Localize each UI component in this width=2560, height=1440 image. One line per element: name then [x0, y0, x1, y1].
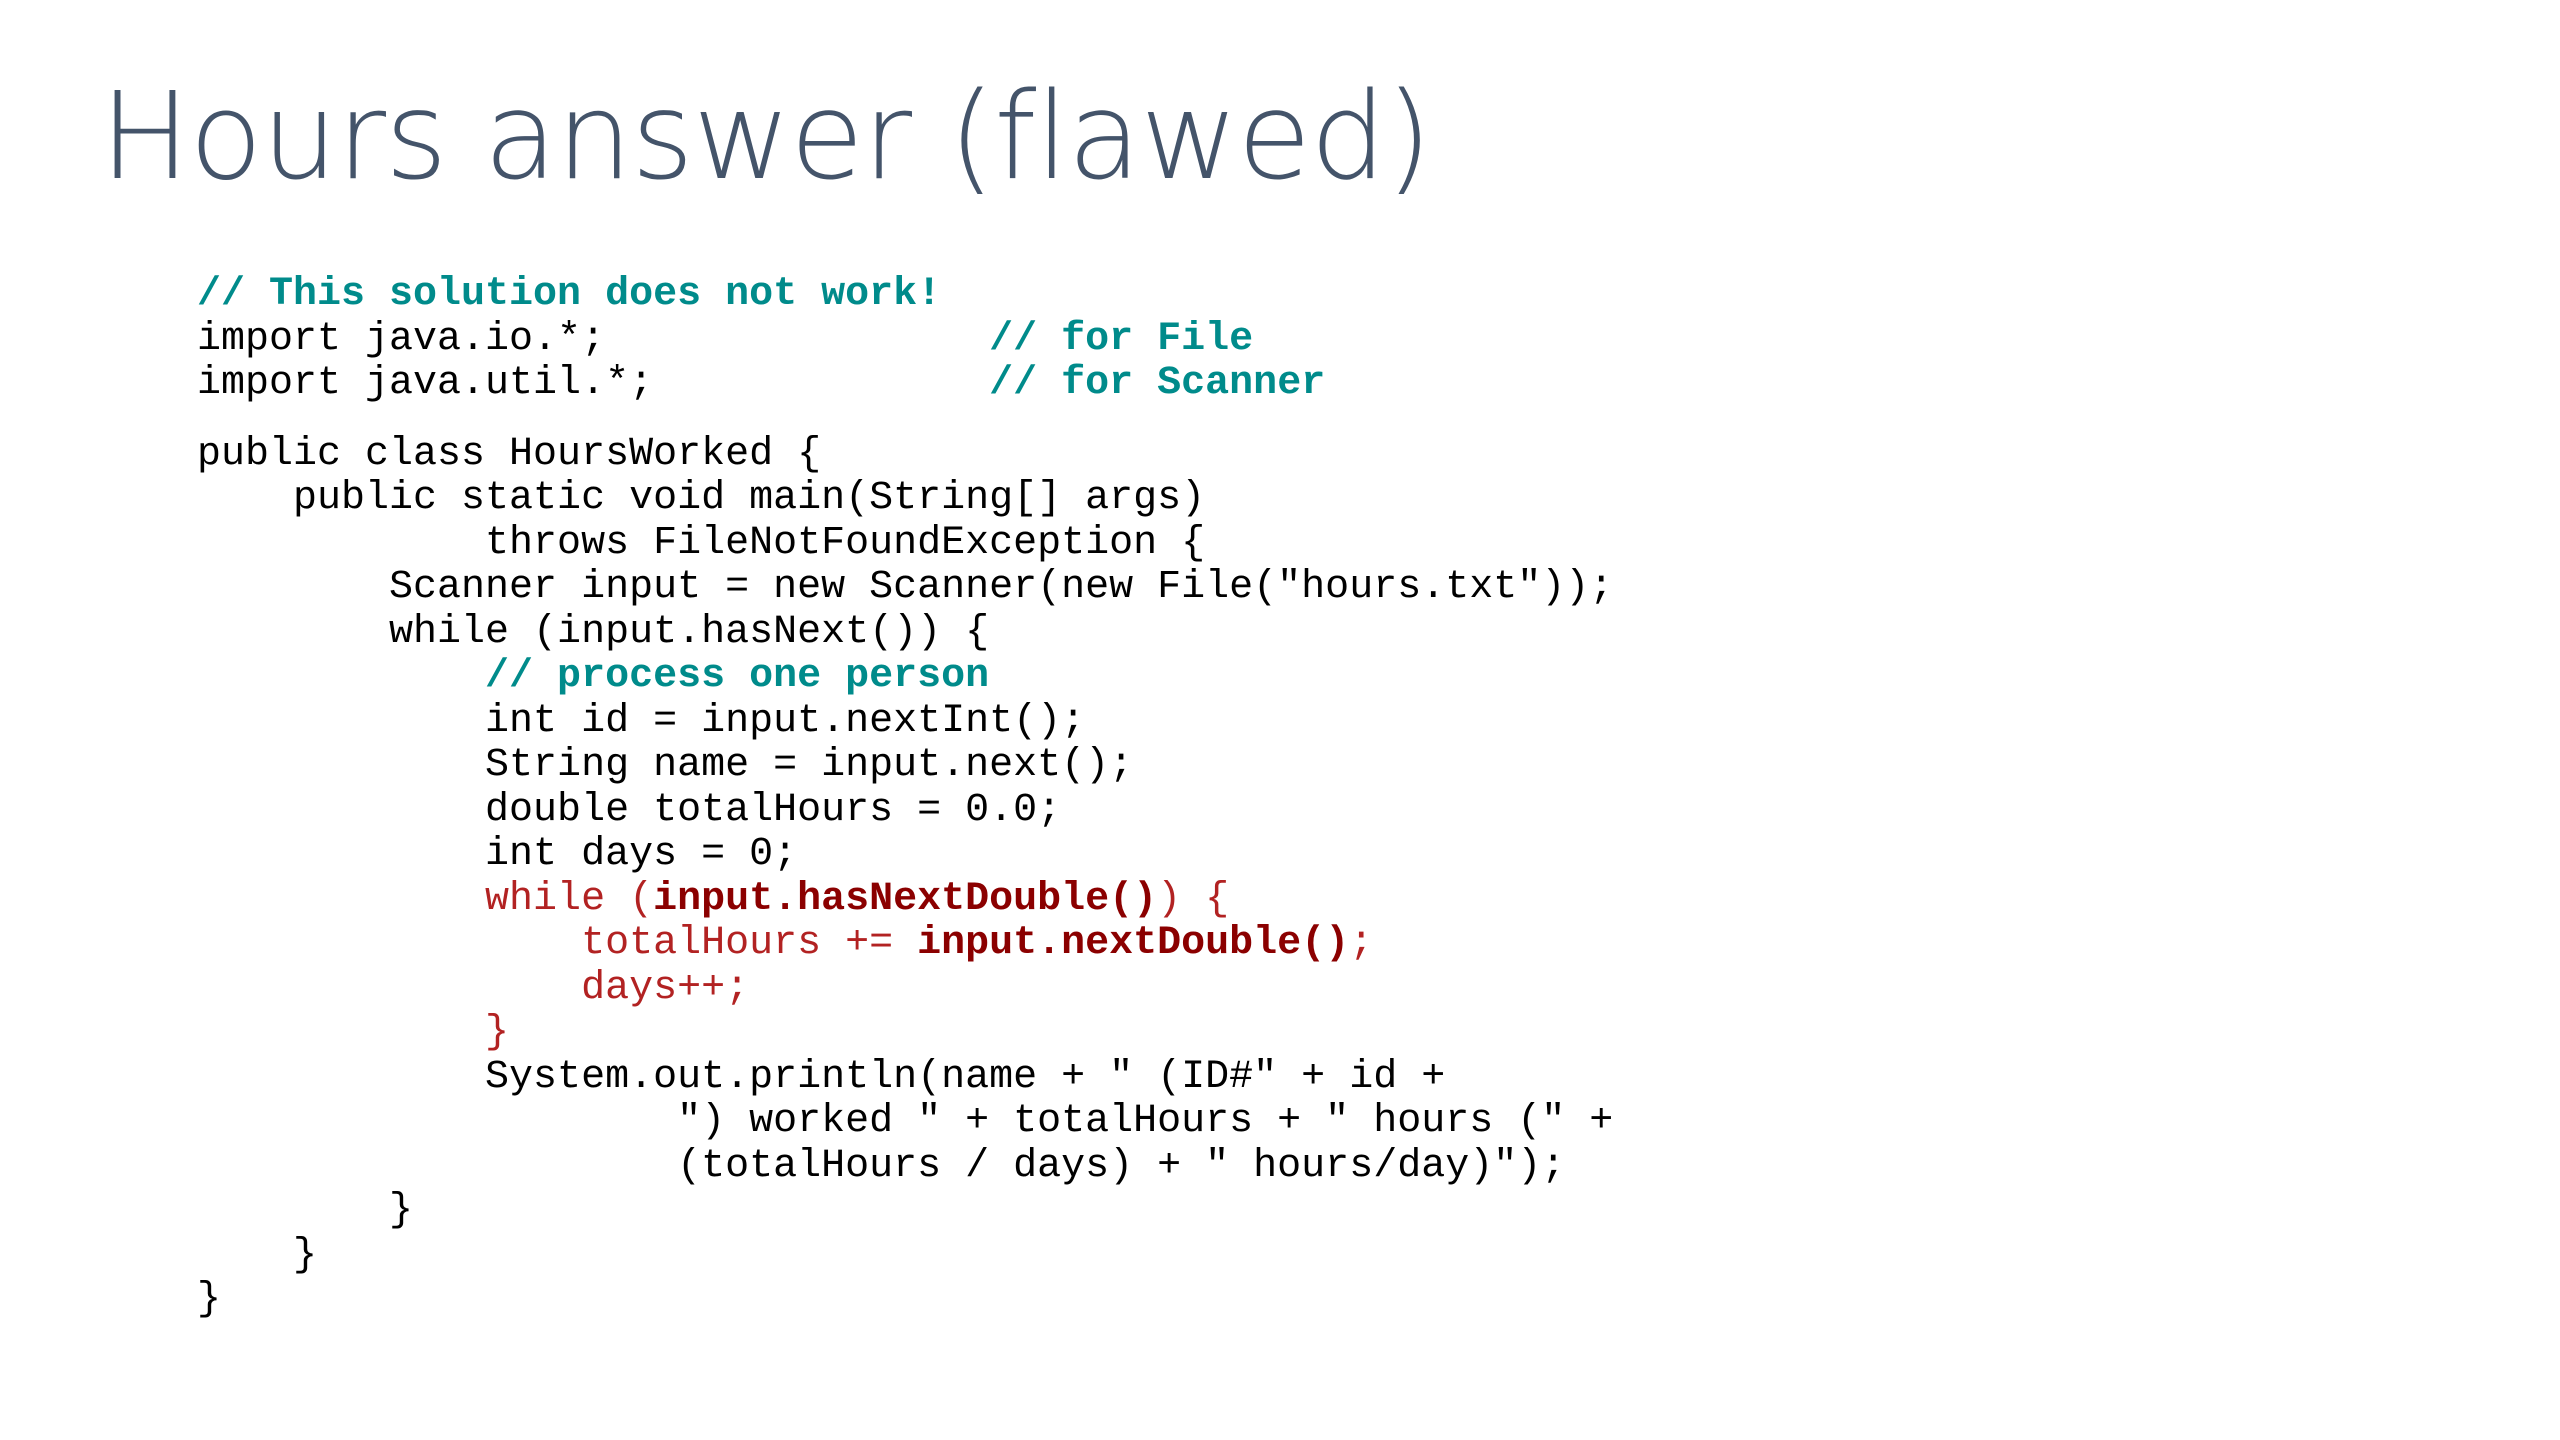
- code-line-22: }: [197, 1232, 318, 1278]
- code-line-3: import java.util.*; // for Scanner: [197, 361, 1613, 407]
- code-line-17: }: [197, 1010, 1613, 1056]
- indent: [197, 877, 485, 922]
- code-line-14: while (input.hasNextDouble()) {: [197, 876, 1613, 923]
- highlight-while-close: ) {: [1157, 876, 1230, 922]
- import-java-util: import java.util.*;: [197, 361, 990, 406]
- code-line-20: (totalHours / days) + " hours/day)");: [197, 1143, 1566, 1189]
- code-line-16: days++;: [197, 965, 1613, 1012]
- code-line-9: // process one person: [197, 654, 1613, 700]
- code-line-5: public static void main(String[] args): [197, 476, 1206, 521]
- code-line-13: int days = 0;: [197, 832, 798, 877]
- highlight-semicolon: ;: [1349, 921, 1374, 966]
- code-line-2: import java.io.*; // for File: [197, 316, 1613, 363]
- code-block: // This solution does not work! import j…: [197, 272, 1614, 1323]
- code-line-1: // This solution does not work!: [197, 272, 1613, 318]
- code-line-21: }: [197, 1188, 414, 1233]
- code-line-19: ") worked " + totalHours + " hours (" +: [197, 1099, 1614, 1144]
- code-line-8: while (input.hasNext()) {: [197, 609, 990, 655]
- highlight-total-hours-add: totalHours +=: [581, 921, 918, 966]
- highlight-days-increment: days++;: [581, 965, 750, 1011]
- code-line-10: int id = input.nextInt();: [197, 698, 1086, 744]
- indent: [197, 921, 581, 966]
- indent: [197, 654, 485, 699]
- comment-for-scanner: // for Scanner: [989, 361, 1326, 406]
- highlight-close-brace: }: [485, 1010, 510, 1055]
- code-line-18: System.out.println(name + " (ID#" + id +: [197, 1054, 1446, 1100]
- slide-title: Hours answer (flawed): [100, 68, 1432, 207]
- code-line-7: Scanner input = new Scanner(new File("ho…: [197, 565, 1614, 610]
- highlight-next-double: input.nextDouble(): [917, 921, 1350, 966]
- comment-process-one-person: // process one person: [485, 654, 990, 699]
- comment-solution-does-not-work: // This solution does not work!: [197, 272, 942, 317]
- highlight-has-next-double: input.hasNextDouble(): [653, 876, 1158, 922]
- code-line-12: double totalHours = 0.0;: [197, 787, 1062, 833]
- code-line-15: totalHours += input.nextDouble();: [197, 921, 1613, 967]
- highlight-while-open: while (: [485, 876, 654, 922]
- code-line-6: throws FileNotFoundException {: [197, 520, 1206, 566]
- import-java-io: import java.io.*;: [197, 316, 990, 362]
- code-line-4: public class HoursWorked {: [197, 431, 822, 477]
- comment-for-file: // for File: [989, 316, 1254, 362]
- indent: [197, 966, 581, 1011]
- indent: [197, 1010, 485, 1055]
- code-line-11: String name = input.next();: [197, 743, 1134, 788]
- code-line-23: }: [197, 1277, 222, 1322]
